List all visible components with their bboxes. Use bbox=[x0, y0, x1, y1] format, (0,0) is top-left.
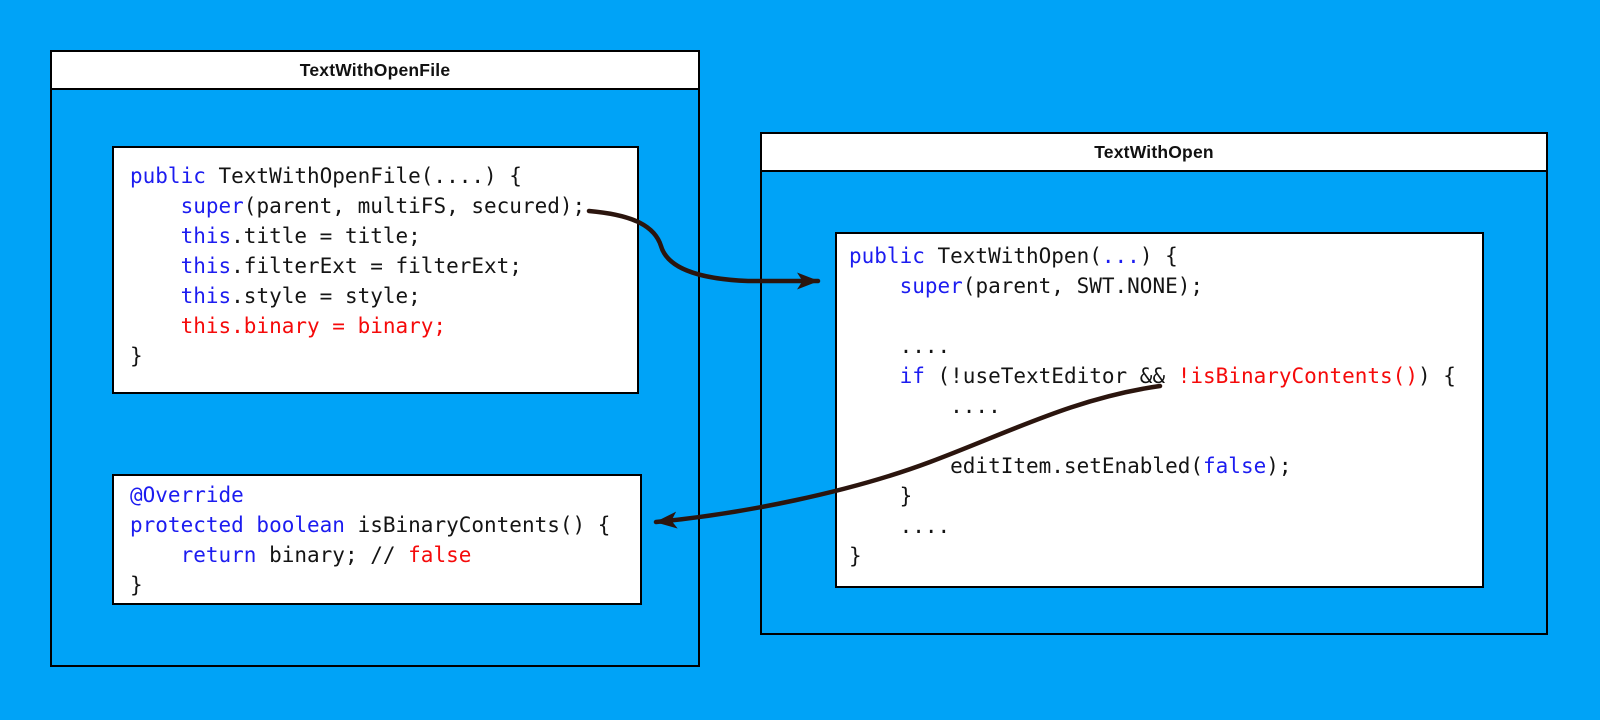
code-line: super(parent, multiFS, secured); bbox=[180, 194, 586, 218]
code-line: return binary; // false bbox=[180, 543, 472, 567]
code-line: .... bbox=[849, 514, 951, 538]
class-title-textwithopenfile: TextWithOpenFile bbox=[299, 59, 451, 80]
code-line: } bbox=[849, 484, 913, 508]
code-line: @Override bbox=[130, 483, 244, 507]
code-line: this.binary = binary; bbox=[130, 314, 447, 338]
class-title-textwithopen: TextWithOpen bbox=[1094, 141, 1214, 162]
code-line bbox=[849, 301, 1470, 331]
code-line: .... bbox=[849, 394, 1001, 418]
code-line: if (!useTextEditor && !isBinaryContents(… bbox=[899, 364, 1456, 388]
class-title-bar: TextWithOpenFile bbox=[52, 52, 698, 90]
code-line bbox=[849, 421, 1470, 451]
class-box-textwithopen: TextWithOpen public TextWithOpen(...) { … bbox=[760, 132, 1548, 635]
code-line: super(parent, SWT.NONE); bbox=[899, 274, 1204, 298]
code-line: editItem.setEnabled(false); bbox=[849, 454, 1292, 478]
code-line: } bbox=[130, 573, 143, 597]
code-block-textwithopen-constructor: public TextWithOpen(...) { super(parent,… bbox=[835, 232, 1484, 588]
code-line: protected boolean isBinaryContents() { bbox=[130, 513, 611, 537]
code-line: } bbox=[130, 344, 143, 368]
code-block-textwithopenfile-constructor: public TextWithOpenFile(....) { super(pa… bbox=[112, 146, 639, 394]
class-box-textwithopenfile: TextWithOpenFile public TextWithOpenFile… bbox=[50, 50, 700, 667]
code-line: public TextWithOpen(...) { bbox=[849, 244, 1178, 268]
code-line: this.title = title; bbox=[180, 224, 421, 248]
class-title-bar: TextWithOpen bbox=[762, 134, 1546, 172]
code-block-isbinarycontents-override: @Override protected boolean isBinaryConte… bbox=[112, 474, 642, 605]
code-line: .... bbox=[849, 334, 951, 358]
code-line: } bbox=[849, 544, 862, 568]
code-line: this.style = style; bbox=[180, 284, 421, 308]
code-line: this.filterExt = filterExt; bbox=[180, 254, 522, 278]
code-line: public TextWithOpenFile(....) { bbox=[130, 164, 522, 188]
